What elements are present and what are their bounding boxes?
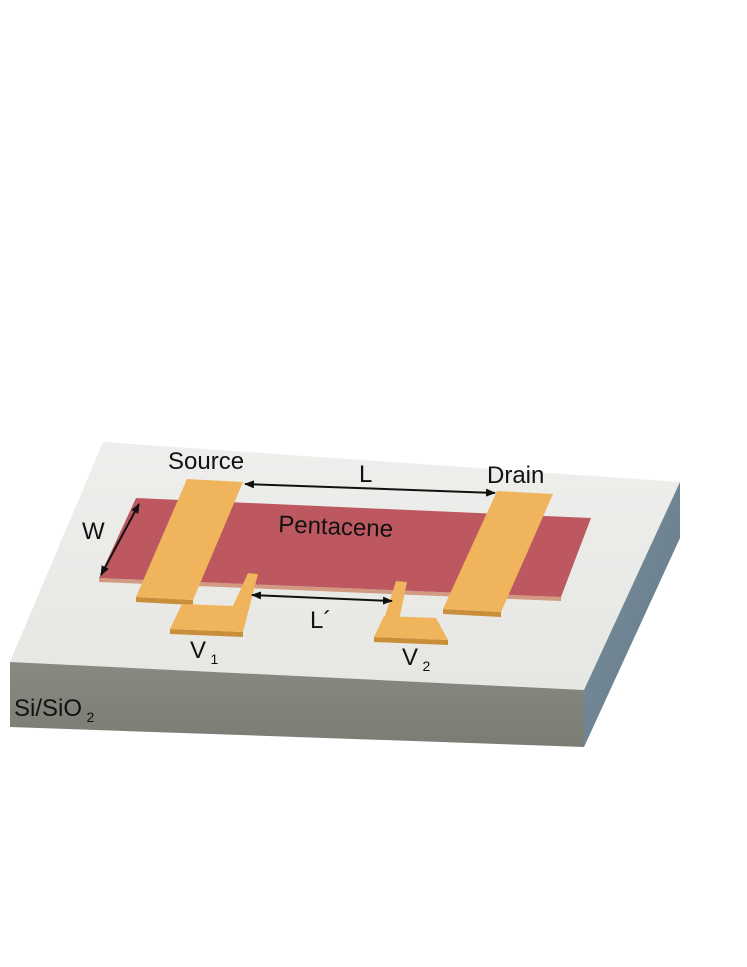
- probe-v2-label: V 2: [402, 644, 430, 674]
- substrate-label: Si/SiO 2: [14, 695, 94, 725]
- drain-pad: [443, 491, 553, 612]
- probe-v2: [374, 581, 448, 645]
- substrate-side-face: [584, 482, 680, 747]
- channel-width-arrow: [100, 503, 140, 576]
- probe-spacing-arrow: [251, 591, 393, 605]
- channel-width-label: W: [82, 518, 105, 545]
- probe-v1-subscript: 1: [210, 651, 218, 667]
- drain-pad-edge: [443, 609, 501, 617]
- channel-length-label: L: [359, 461, 372, 488]
- probe-v2-main: V: [402, 644, 418, 671]
- substrate-subscript: 2: [86, 709, 94, 725]
- substrate-main: Si/SiO: [14, 695, 82, 722]
- probe-v1-edge: [170, 629, 243, 637]
- pentacene-edge: [99, 578, 561, 601]
- probe-v2-arm: [385, 581, 407, 635]
- drain-label: Drain: [487, 462, 544, 489]
- source-pad: [136, 479, 243, 600]
- dimension-arrows: [100, 480, 496, 605]
- source-label: Source: [168, 448, 244, 475]
- source-pad-edge: [136, 597, 193, 605]
- probe-v1-main: V: [190, 637, 206, 664]
- probe-v1: [170, 573, 258, 637]
- source-electrode: [136, 479, 243, 605]
- probe-v2-subscript: 2: [422, 658, 430, 674]
- channel-length-arrow: [244, 480, 496, 497]
- probe-v2-edge: [374, 637, 448, 645]
- probe-spacing-label: L´: [310, 607, 331, 634]
- probe-v1-tab: [170, 604, 243, 632]
- substrate-front-face: [10, 662, 584, 747]
- probe-v1-label: V 1: [190, 637, 218, 667]
- probe-v1-arm: [233, 573, 258, 632]
- drain-electrode: [443, 491, 553, 617]
- pentacene-label: Pentacene: [278, 511, 394, 543]
